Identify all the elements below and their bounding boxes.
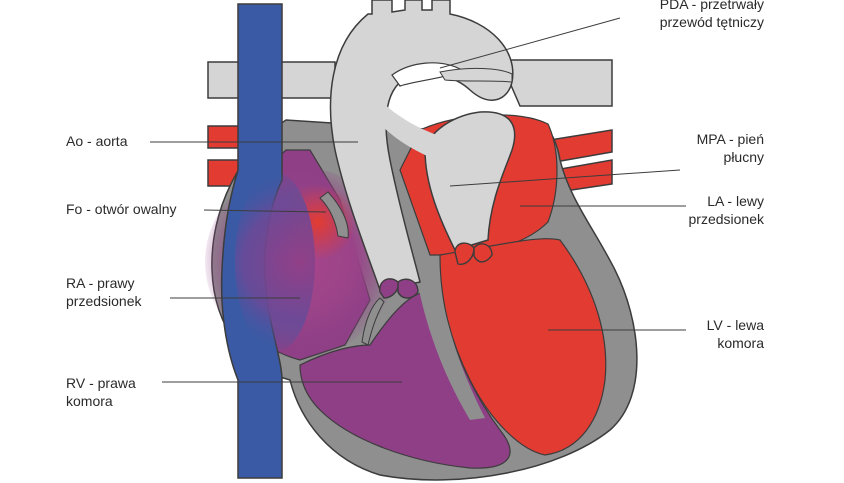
label-fo: Fo - otwór owalny (66, 200, 176, 218)
label-ra-line1: RA - prawy (66, 275, 135, 291)
label-lv: LV - lewa komora (620, 316, 764, 352)
leader-fo (203, 209, 327, 213)
leader-lines (150, 17, 686, 383)
label-mpa-line1: MPA - pień (696, 131, 764, 147)
label-pda-line2: przewód tętniczy (659, 14, 764, 30)
ductus-connection (439, 67, 513, 83)
label-fo-line1: Fo - otwór owalny (66, 201, 177, 217)
great-vessel-band (378, 100, 455, 165)
label-mpa-line2: płucny (723, 149, 764, 165)
tricuspid-leaflet (361, 297, 385, 346)
right-ventricle (299, 291, 511, 469)
label-la-line1: LA - lewy (707, 193, 764, 209)
label-ao-line1: Ao - aorta (66, 133, 128, 149)
label-pda: PDA - przetrwały przewód tętniczy (592, 0, 764, 31)
leader-pda (439, 17, 621, 69)
pulmonary-branch-right (498, 59, 613, 107)
label-la-line2: przedsionek (688, 211, 765, 227)
label-rv: RV - prawa komora (66, 374, 136, 410)
label-rv-line1: RV - prawa (66, 375, 136, 391)
leader-mpa (449, 169, 681, 187)
label-lv-line2: komora (717, 335, 764, 351)
label-rv-line2: komora (66, 393, 113, 409)
label-ao: Ao - aorta (66, 132, 127, 150)
label-lv-line1: LV - lewa (706, 317, 764, 333)
label-ra: RA - prawy przedsionek (66, 274, 142, 310)
pulmonary-valve-right (473, 243, 493, 263)
label-la: LA - lewy przedsionek (620, 192, 765, 228)
label-mpa: MPA - pień płucny (620, 130, 764, 166)
label-pda-line1: PDA - przetrwały (659, 0, 764, 12)
vena-cava-mixing (235, 172, 315, 352)
label-ra-line2: przedsionek (66, 293, 142, 309)
foramen-ovale-flap (319, 191, 349, 239)
interventricular-septum (418, 280, 485, 420)
aortic-valve-right (397, 278, 419, 299)
